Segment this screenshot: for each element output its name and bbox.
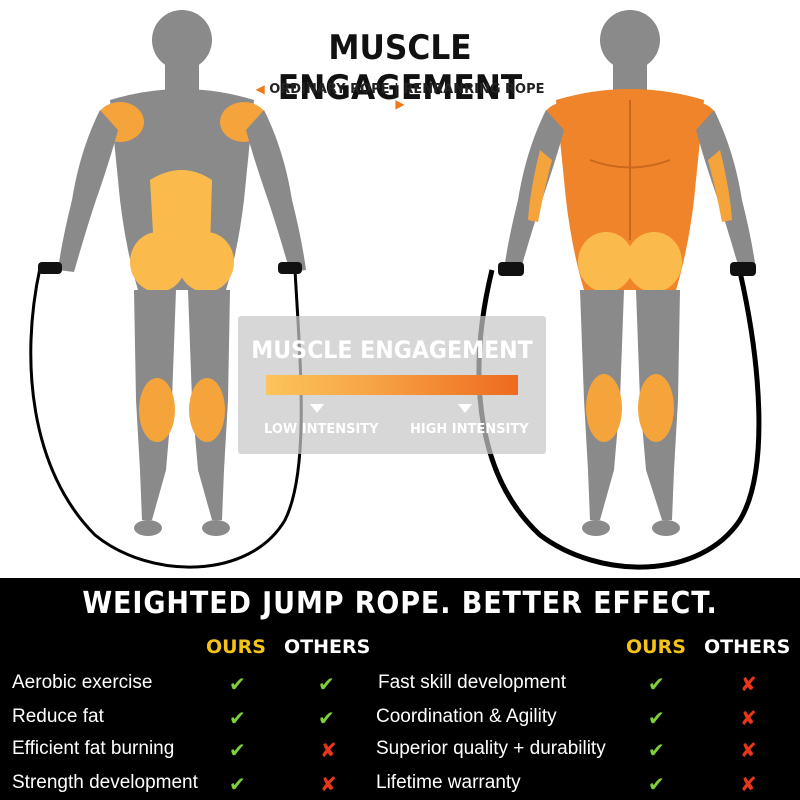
high-marker-icon [458, 404, 472, 413]
feature-label: Reduce fat [12, 706, 104, 727]
left-ours-header: OURS [206, 636, 266, 658]
cross-icon: ✘ [740, 706, 757, 730]
cross-icon: ✘ [320, 772, 337, 796]
feature-label: Strength development [12, 772, 198, 793]
page-subtitle: ◀ ORDINARY ROPE | RENRANRING ROPE ▶ [250, 82, 550, 112]
left-figure [29, 10, 306, 569]
low-marker-icon [310, 404, 324, 413]
page-title: MUSCLE ENGAGEMENT [277, 28, 523, 108]
left-others-header: OTHERS [284, 636, 371, 658]
right-ours-header: OURS [626, 636, 686, 658]
feature-label: Lifetime warranty [376, 772, 521, 793]
feature-label: Aerobic exercise [12, 672, 153, 693]
check-icon: ✔ [229, 672, 246, 696]
legend-low-label: LOW INTENSITY [264, 422, 379, 437]
check-icon: ✔ [648, 738, 665, 762]
subtitle-text: ORDINARY ROPE | RENRANRING ROPE [269, 82, 545, 97]
legend-title: MUSCLE ENGAGEMENT [251, 336, 533, 364]
feature-label: Fast skill development [378, 672, 566, 693]
check-icon: ✔ [318, 672, 335, 696]
check-icon: ✔ [229, 706, 246, 730]
check-icon: ✔ [648, 672, 665, 696]
feature-label: Superior quality + durability [376, 738, 606, 759]
intensity-legend: MUSCLE ENGAGEMENT LOW INTENSITY HIGH INT… [238, 316, 546, 454]
figures-illustration [29, 10, 762, 570]
comparison-panel: WEIGHTED JUMP ROPE. BETTER EFFECT. OURS … [0, 578, 800, 800]
cross-icon: ✘ [740, 738, 757, 762]
cross-icon: ✘ [740, 672, 757, 696]
legend-high-label: HIGH INTENSITY [410, 422, 529, 437]
illustration-panel: MUSCLE ENGAGEMENT ◀ ORDINARY ROPE | RENR… [29, 10, 762, 570]
right-others-header: OTHERS [704, 636, 791, 658]
check-icon: ✔ [318, 706, 335, 730]
check-icon: ✔ [229, 772, 246, 796]
cross-icon: ✘ [740, 772, 757, 796]
check-icon: ✔ [648, 706, 665, 730]
check-icon: ✔ [229, 738, 246, 762]
feature-label: Efficient fat burning [12, 738, 175, 759]
right-figure [476, 10, 762, 570]
right-arrow-icon: ▶ [395, 97, 405, 111]
cross-icon: ✘ [320, 738, 337, 762]
feature-label: Coordination & Agility [376, 706, 557, 727]
intensity-gradient-bar [266, 375, 518, 395]
left-arrow-icon: ◀ [255, 82, 265, 96]
comparison-headline: WEIGHTED JUMP ROPE. BETTER EFFECT. [82, 586, 718, 621]
check-icon: ✔ [648, 772, 665, 796]
